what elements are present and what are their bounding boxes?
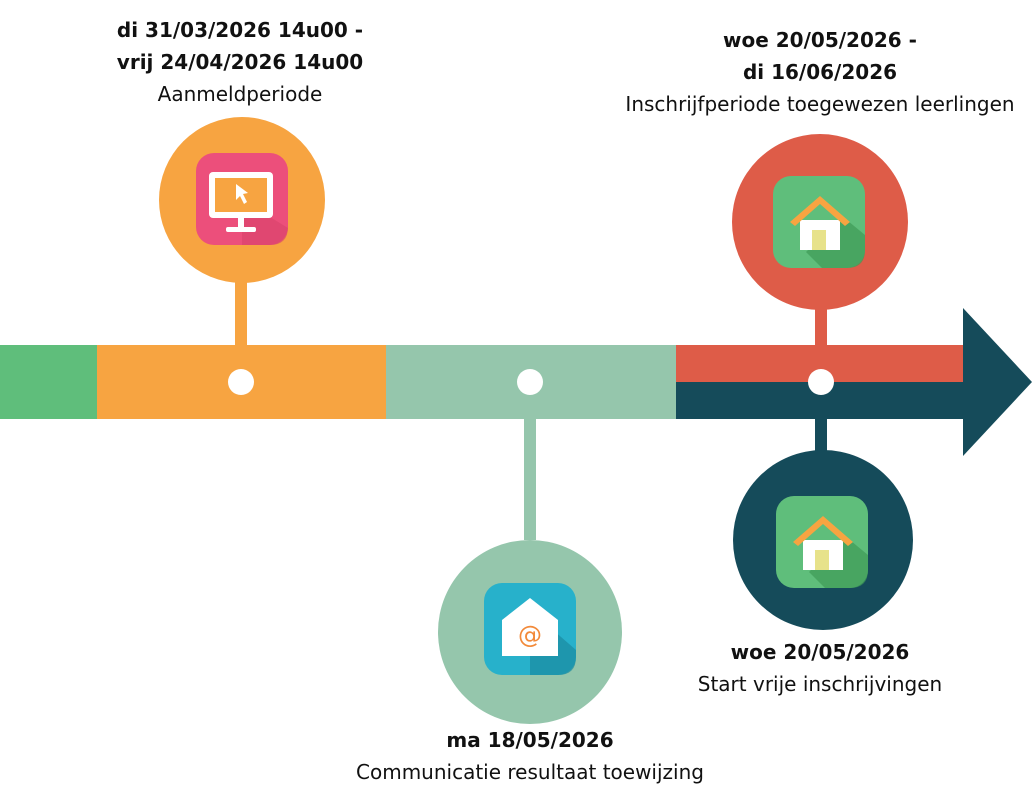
milestone-date-communicatie: ma 18/05/2026 xyxy=(446,728,614,752)
timeline-marker-aanmeld xyxy=(228,369,254,395)
milestone-desc-aanmeld: Aanmeldperiode xyxy=(157,82,323,106)
computer-cursor-icon xyxy=(196,153,288,245)
milestone-vrije xyxy=(733,450,913,630)
milestone-inschrijf xyxy=(732,134,908,310)
house-icon xyxy=(773,176,865,268)
milestone-desc-vrije: Start vrije inschrijvingen xyxy=(697,672,943,696)
milestone-date-vrije: woe 20/05/2026 xyxy=(730,640,910,664)
milestone-communicatie: @ xyxy=(438,540,622,724)
timeline-segment-green xyxy=(0,345,98,419)
timeline-marker-inschrijf xyxy=(808,369,834,395)
email-house-icon: @ xyxy=(484,583,576,675)
connector-vrije xyxy=(815,395,827,465)
milestone-desc-inschrijf: Inschrijfperiode toegewezen leerlingen xyxy=(625,92,1015,116)
connector-inschrijf xyxy=(815,300,827,372)
connector-aanmeld xyxy=(235,280,247,370)
timeline-arrowhead xyxy=(963,308,1032,456)
milestone-label-vrije: woe 20/05/2026 Start vrije inschrijvinge… xyxy=(650,636,990,700)
milestone-date-inschrijf: woe 20/05/2026 - di 16/06/2026 xyxy=(723,28,917,84)
milestone-date-aanmeld: di 31/03/2026 14u00 - vrij 24/04/2026 14… xyxy=(116,18,364,74)
milestone-label-communicatie: ma 18/05/2026 Communicatie resultaat toe… xyxy=(320,724,740,788)
house-icon xyxy=(776,496,868,588)
timeline-marker-communicatie xyxy=(517,369,543,395)
milestone-aanmeld xyxy=(159,117,325,283)
milestone-desc-communicatie: Communicatie resultaat toewijzing xyxy=(356,760,704,784)
milestone-label-aanmeld: di 31/03/2026 14u00 - vrij 24/04/2026 14… xyxy=(90,14,390,110)
connector-communicatie xyxy=(524,390,536,540)
milestone-label-inschrijf: woe 20/05/2026 - di 16/06/2026 Inschrijf… xyxy=(600,24,1034,120)
svg-text:@: @ xyxy=(518,621,542,649)
